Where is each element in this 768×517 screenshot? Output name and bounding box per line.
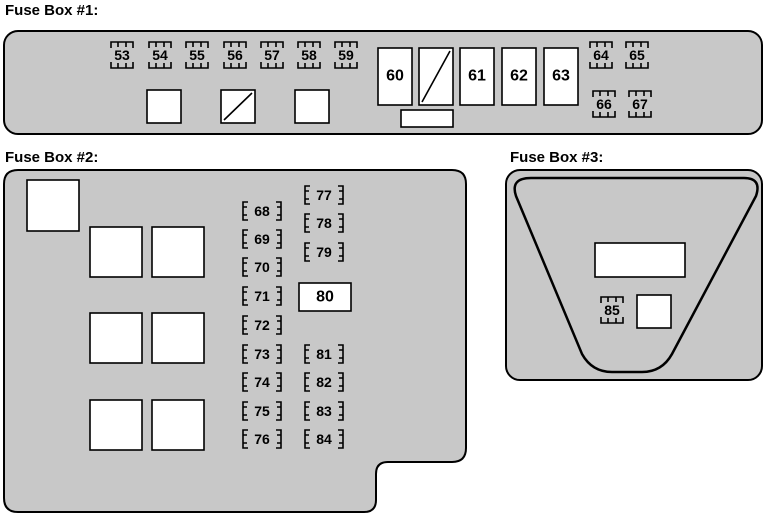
fuse-84 <box>304 429 344 449</box>
fuse-59 <box>334 41 358 69</box>
fuse-74 <box>242 372 282 392</box>
fuse-67 <box>628 90 652 118</box>
box1-bottom-slot <box>400 109 454 128</box>
fuse-57-label: 57 <box>264 47 280 63</box>
fuse-53 <box>110 41 134 69</box>
fuse-74-label: 74 <box>254 374 270 390</box>
fuse-68 <box>242 201 282 221</box>
fuse-56 <box>223 41 247 69</box>
fuse-82 <box>304 372 344 392</box>
fuse-59-label: 59 <box>338 47 354 63</box>
fuse-72 <box>242 315 282 335</box>
fuse-70-label: 70 <box>254 259 270 275</box>
fuse-76-label: 76 <box>254 431 270 447</box>
relay-60-label: 60 <box>386 68 404 85</box>
fuse-81 <box>304 344 344 364</box>
fuse-67-label: 67 <box>632 96 648 112</box>
fuse-73-label: 73 <box>254 346 270 362</box>
fuse-box-3-title: Fuse Box #3: <box>510 149 604 166</box>
fuse-53-label: 53 <box>114 47 130 63</box>
fuse-58 <box>297 41 321 69</box>
box2-slot-c1 <box>89 399 143 451</box>
fuse-57 <box>260 41 284 69</box>
fuse-75 <box>242 401 282 421</box>
box2-slot-a2 <box>151 226 205 278</box>
fuse-55 <box>185 41 209 69</box>
fuse-66 <box>592 90 616 118</box>
fuse-55-label: 55 <box>189 47 205 63</box>
relay-62 <box>501 47 537 106</box>
fuse-65 <box>625 41 649 69</box>
fuse-68-label: 68 <box>254 203 270 219</box>
box2-slot-top <box>26 179 80 232</box>
fuse-box-1-title: Fuse Box #1: <box>5 2 99 19</box>
fuse-82-label: 82 <box>316 374 332 390</box>
box1-blank-slot-2 <box>294 89 330 124</box>
box3-slot-square <box>636 294 672 329</box>
relay-60 <box>377 47 413 106</box>
fuse-72-label: 72 <box>254 317 270 333</box>
fuse-69-label: 69 <box>254 231 270 247</box>
fuse-83-label: 83 <box>316 403 332 419</box>
fuse-77-label: 77 <box>316 187 332 203</box>
relay-63-label: 63 <box>552 68 570 85</box>
box1-slashed-slot-slash <box>223 92 253 121</box>
relay-80-label: 80 <box>316 289 334 306</box>
fuse-71-label: 71 <box>254 288 270 304</box>
relay-80 <box>298 282 352 312</box>
relay-61 <box>459 47 495 106</box>
fuse-78 <box>304 213 344 233</box>
fuse-81-label: 81 <box>316 346 332 362</box>
relay-61-label: 61 <box>468 68 486 85</box>
fuse-58-label: 58 <box>301 47 317 63</box>
relay-63 <box>543 47 579 106</box>
fuse-84-label: 84 <box>316 431 332 447</box>
box2-slot-b2 <box>151 312 205 364</box>
fuse-71 <box>242 286 282 306</box>
fuse-54-label: 54 <box>152 47 168 63</box>
fuse-box-2-title: Fuse Box #2: <box>5 149 99 166</box>
fuse-65-label: 65 <box>629 47 645 63</box>
box3-slot-wide <box>594 242 686 278</box>
fuse-75-label: 75 <box>254 403 270 419</box>
fuse-69 <box>242 229 282 249</box>
fuse-79-label: 79 <box>316 244 332 260</box>
box2-slot-b1 <box>89 312 143 364</box>
relay-62-label: 62 <box>510 68 528 85</box>
fuse-64 <box>589 41 613 69</box>
fuse-56-label: 56 <box>227 47 243 63</box>
fuse-85 <box>600 296 624 324</box>
fuse-85-label: 85 <box>604 302 620 318</box>
fuse-73 <box>242 344 282 364</box>
fuse-66-label: 66 <box>596 96 612 112</box>
fuse-64-label: 64 <box>593 47 609 63</box>
fuse-79 <box>304 242 344 262</box>
box2-slot-a1 <box>89 226 143 278</box>
fuse-70 <box>242 257 282 277</box>
box1-slashed-relay-slash <box>421 50 451 103</box>
fuse-77 <box>304 185 344 205</box>
fuse-83 <box>304 401 344 421</box>
fuse-78-label: 78 <box>316 215 332 231</box>
box2-slot-c2 <box>151 399 205 451</box>
box1-blank-slot-1 <box>146 89 182 124</box>
fuse-76 <box>242 429 282 449</box>
fuse-54 <box>148 41 172 69</box>
